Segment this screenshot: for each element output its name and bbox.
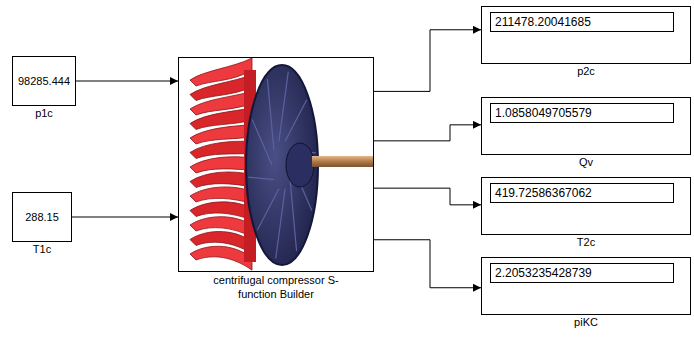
impeller-fin — [190, 141, 252, 158]
block-label: p2c — [577, 65, 595, 77]
wheel-vane — [267, 79, 273, 150]
display-field: 1.0858049705579 — [490, 103, 674, 123]
display-block: 419.72586367062T2c — [481, 177, 691, 235]
wheel-vanes — [248, 72, 315, 259]
block-label: centrifugal compressor S-function Builde… — [201, 273, 351, 301]
display-field: 2.2053235428739 — [490, 263, 674, 283]
wheel-vane — [285, 100, 307, 141]
block-label: Qv — [579, 156, 593, 168]
block-label: p1c — [35, 107, 53, 119]
wheel-vane — [276, 189, 285, 259]
impeller-wheel — [246, 65, 318, 265]
signal-line — [374, 240, 481, 288]
signal-line — [374, 30, 481, 92]
impeller-fin — [190, 157, 252, 173]
display-value: 419.72586367062 — [495, 186, 592, 200]
signal-line — [374, 188, 481, 205]
wheel-vane — [257, 189, 279, 230]
sfunction-block: centrifugal compressor S-function Builde… — [178, 57, 374, 272]
constant-block: 98285.444p1c — [12, 56, 76, 106]
display-block: 2.2053235428739piKC — [481, 257, 691, 315]
display-field: 211478.20041685 — [490, 12, 674, 32]
wheel-vane — [252, 119, 272, 165]
constant-value: 98285.444 — [18, 75, 70, 87]
display-value: 1.0858049705579 — [495, 106, 592, 120]
constant-block: 288.15T1c — [12, 192, 72, 242]
display-block: 1.0858049705579Qv — [481, 97, 691, 155]
wheel-hub — [286, 143, 314, 187]
display-block: 211478.20041685p2c — [481, 6, 691, 64]
wheel-vane — [279, 72, 288, 142]
shaft — [312, 156, 373, 167]
signal-line — [76, 81, 178, 82]
signal-line — [374, 125, 481, 141]
signal-line — [72, 217, 178, 218]
block-label: T2c — [577, 236, 595, 248]
display-value: 2.2053235428739 — [495, 266, 592, 280]
block-label: T1c — [33, 243, 51, 255]
wheel-vane — [248, 177, 274, 180]
impeller-fin — [190, 187, 252, 203]
constant-value: 288.15 — [25, 211, 59, 223]
display-value: 211478.20041685 — [495, 15, 591, 29]
display-field: 419.72586367062 — [490, 183, 674, 203]
impeller-fin — [190, 172, 252, 188]
impeller-fin — [190, 246, 252, 270]
block-label: piKC — [574, 316, 598, 328]
wheel-vane — [290, 180, 296, 251]
